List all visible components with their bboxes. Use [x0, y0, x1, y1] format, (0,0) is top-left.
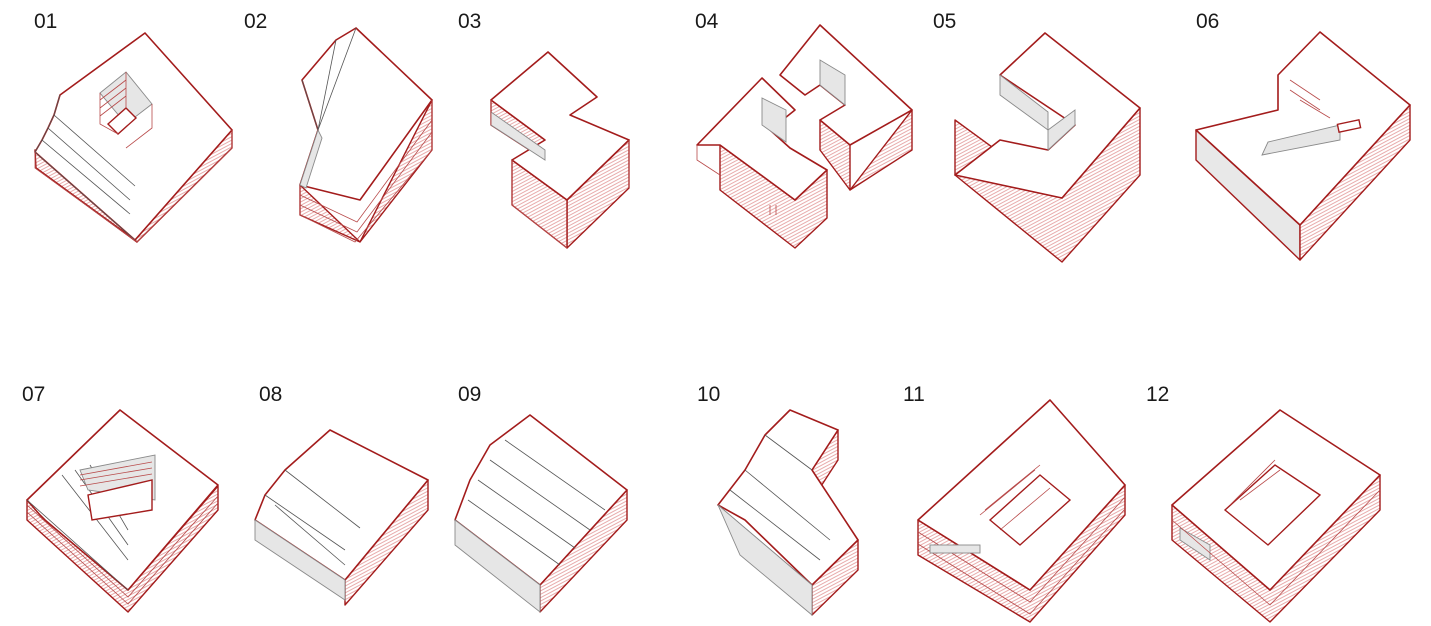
label-03: 03: [458, 10, 481, 33]
massing-02: [300, 28, 432, 242]
massing-06: [1196, 32, 1410, 260]
label-10: 10: [697, 383, 720, 406]
massing-12: [1172, 410, 1380, 622]
label-05: 05: [933, 10, 956, 33]
massing-05: [955, 33, 1140, 262]
label-01: 01: [34, 10, 57, 33]
label-02: 02: [244, 10, 267, 33]
label-11: 11: [903, 383, 925, 406]
massing-10: [718, 410, 858, 615]
label-04: 04: [695, 10, 719, 33]
label-08: 08: [259, 383, 282, 406]
massing-03: [491, 52, 629, 248]
massing-11: [918, 400, 1125, 622]
label-06: 06: [1196, 10, 1219, 33]
label-07: 07: [22, 383, 45, 406]
label-12: 12: [1146, 383, 1169, 406]
massing-01: [35, 33, 232, 242]
massing-07: [27, 410, 218, 612]
massing-09: [455, 415, 627, 612]
label-09: 09: [458, 383, 481, 406]
massing-04: [697, 25, 912, 248]
massing-08: [255, 430, 428, 605]
